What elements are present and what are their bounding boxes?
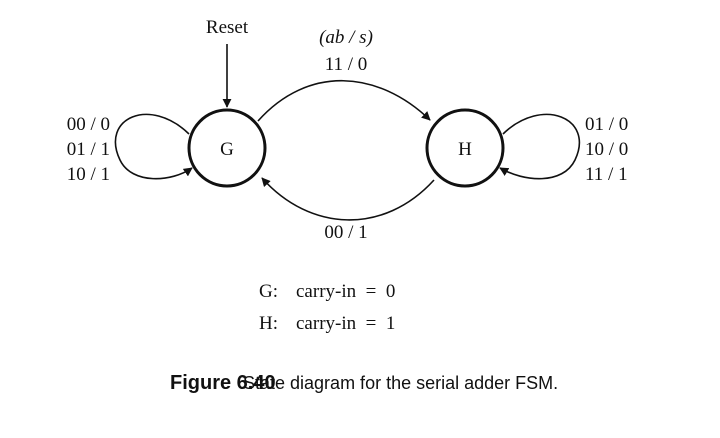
- note-g-text: carry-in = 0: [296, 281, 395, 302]
- figure-number: Figure 6.40: [170, 372, 276, 394]
- figure-caption: Figure 6.40 State diagram for the serial…: [170, 364, 710, 400]
- g-to-h-label: 11 / 0: [325, 54, 368, 75]
- note-h-text: carry-in = 1: [296, 313, 395, 334]
- note-h-state: H:: [259, 313, 278, 334]
- g-self-label-3: 10 / 1: [67, 164, 110, 185]
- reset-label: Reset: [206, 17, 249, 38]
- h-self-loop-arrow: [499, 113, 581, 180]
- h-self-label-2: 10 / 0: [585, 139, 628, 160]
- g-self-label-2: 01 / 1: [67, 139, 110, 160]
- note-g-state: G:: [259, 281, 278, 302]
- h-self-label-1: 01 / 0: [585, 114, 628, 135]
- state-g: G: [187, 108, 267, 188]
- io-format-legend: (ab / s): [319, 27, 373, 48]
- h-to-g-label: 00 / 1: [324, 222, 367, 243]
- state-g-circle: [187, 108, 267, 188]
- state-h-label: H: [458, 139, 472, 160]
- g-self-label-1: 00 / 0: [67, 114, 110, 135]
- figure-caption-text: State diagram for the serial adder FSM.: [243, 373, 559, 393]
- state-g-label: G: [220, 139, 234, 160]
- h-self-label-3: 11 / 1: [585, 164, 628, 185]
- h-to-g-arrow: [261, 177, 435, 221]
- state-h: H: [425, 108, 505, 188]
- g-to-h-arrow: [257, 80, 431, 122]
- g-self-loop-arrow: [114, 113, 193, 180]
- state-h-circle: [425, 108, 505, 188]
